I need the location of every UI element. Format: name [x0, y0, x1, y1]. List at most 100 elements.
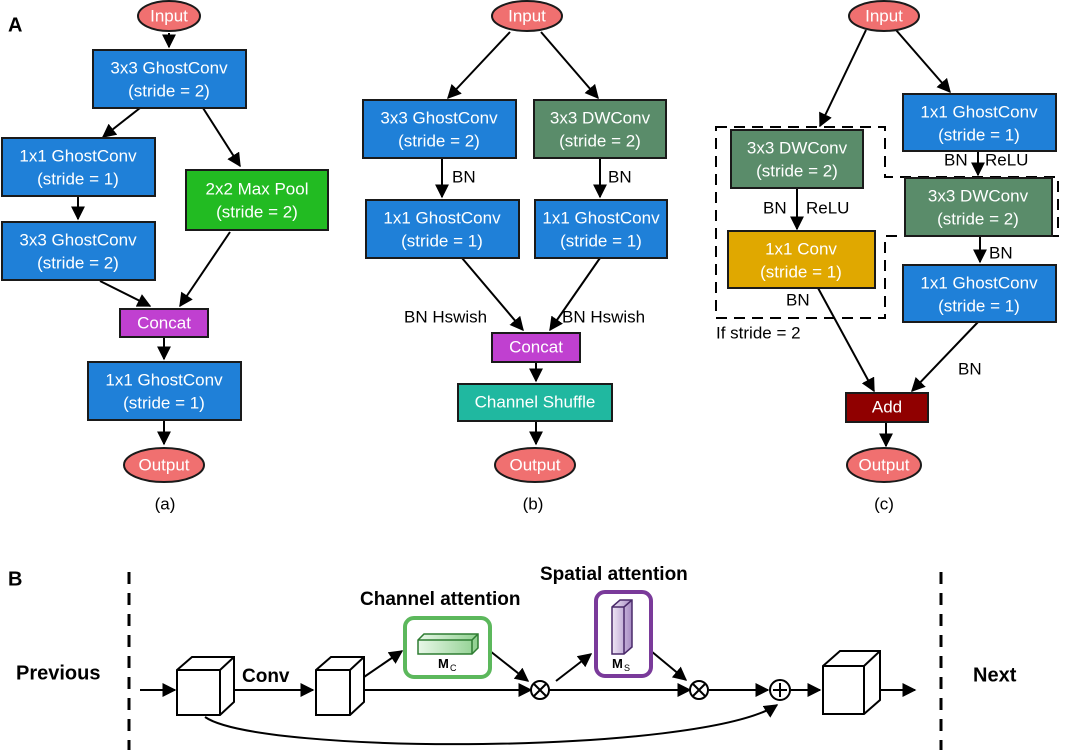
svg-text:(stride = 1): (stride = 1) [123, 393, 205, 412]
svg-text:(stride = 1): (stride = 1) [938, 125, 1020, 144]
edge [819, 29, 867, 128]
output-label: Output [138, 455, 189, 474]
svg-text:(stride = 1): (stride = 1) [760, 262, 842, 281]
relu-label: ReLU [806, 198, 849, 217]
svg-text:Input: Input [508, 6, 546, 25]
svg-text:Add: Add [872, 397, 902, 416]
edge [363, 650, 404, 678]
ghostconv-1x1-node: 1x1 GhostConv (stride = 1) [1, 137, 156, 197]
bn-label: BN [989, 243, 1013, 262]
caption-c: (c) [874, 494, 894, 513]
bn-label: BN [452, 167, 476, 186]
cbam-diagram: Previous Next Conv Channel attention Spa… [16, 564, 1017, 750]
caption-b: (b) [523, 494, 544, 513]
edge [447, 31, 511, 100]
panel-label-a: A [8, 14, 22, 36]
svg-text:2x2 Max Pool: 2x2 Max Pool [206, 179, 309, 198]
svg-text:1x1 GhostConv: 1x1 GhostConv [19, 146, 137, 165]
ghostconv-1x1-bottom-node: 1x1 GhostConv (stride = 1) [902, 264, 1057, 323]
channel-shuffle-node: Channel Shuffle [457, 383, 613, 422]
edge [461, 257, 524, 332]
caption-a: (a) [155, 494, 176, 513]
svg-text:(stride = 1): (stride = 1) [560, 231, 642, 250]
edge [911, 321, 979, 393]
svg-text:(stride = 1): (stride = 1) [938, 296, 1020, 315]
ghostconv-3x3-node: 3x3 GhostConv (stride = 2) [92, 49, 247, 109]
relu-label: ReLU [985, 150, 1028, 169]
subfigure-a: Input 3x3 GhostConv (stride = 2) 1x1 Gho… [1, 0, 329, 513]
svg-text:3x3 GhostConv: 3x3 GhostConv [380, 108, 498, 127]
svg-text:3x3 GhostConv: 3x3 GhostConv [110, 58, 228, 77]
subfigure-c: BN ReLU BN ReLU BN BN BN If stride = 2 I… [715, 0, 1059, 513]
svg-text:(stride = 2): (stride = 2) [37, 253, 119, 272]
edge [202, 107, 241, 168]
edge [489, 650, 530, 682]
channel-attention-label: Channel attention [360, 589, 520, 610]
ghostconv-1x1-left-node: 1x1 GhostConv (stride = 1) [365, 199, 520, 259]
multiply-icon [530, 680, 550, 700]
svg-text:(stride = 2): (stride = 2) [216, 202, 298, 221]
conv-feature-cube [315, 656, 365, 716]
next-label: Next [973, 664, 1017, 686]
bn-label: BN [958, 359, 982, 378]
dwconv-3x3-node: 3x3 DWConv (stride = 2) [533, 99, 667, 159]
bn-label: BN [608, 167, 632, 186]
ms-label: M [612, 656, 623, 671]
edge [555, 653, 593, 682]
svg-text:1x1 GhostConv: 1x1 GhostConv [920, 102, 1038, 121]
svg-text:1x1 GhostConv: 1x1 GhostConv [383, 208, 501, 227]
output-node: Output [846, 447, 922, 483]
ghostconv-3x3-node: 3x3 GhostConv (stride = 2) [362, 99, 517, 159]
mc-label: M [438, 656, 449, 671]
ghostconv-3x3-second-node: 3x3 GhostConv (stride = 2) [1, 221, 156, 281]
svg-text:1x1 Conv: 1x1 Conv [765, 239, 837, 258]
svg-text:3x3 GhostConv: 3x3 GhostConv [19, 230, 137, 249]
bn-label: BN [786, 290, 810, 309]
svg-text:3x3 DWConv: 3x3 DWConv [747, 138, 848, 157]
svg-text:(stride = 1): (stride = 1) [37, 169, 119, 188]
edge [895, 29, 951, 94]
subfigure-b: BN BN BN Hswish BN Hswish Input 3x3 Ghos… [362, 0, 668, 513]
if-stride-label: If stride = 2 [716, 323, 801, 342]
output-node: Output [494, 447, 576, 483]
input-label: Input [150, 6, 188, 25]
edge [101, 107, 141, 138]
max-pool-node: 2x2 Max Pool (stride = 2) [185, 169, 329, 231]
edge [99, 280, 152, 307]
conv-label: Conv [242, 666, 290, 687]
input-node: Input [137, 0, 201, 32]
bn-hswish-label: BN Hswish [562, 307, 645, 326]
dwconv-3x3-right-node: 3x3 DWConv (stride = 2) [904, 177, 1053, 237]
svg-text:Concat: Concat [137, 313, 191, 332]
svg-text:Output: Output [858, 455, 909, 474]
spatial-attention-module: M S [594, 590, 653, 678]
previous-label: Previous [16, 662, 100, 684]
svg-text:(stride = 2): (stride = 2) [937, 209, 1019, 228]
concat-node: Concat [119, 308, 209, 338]
ghostconv-1x1-top-node: 1x1 GhostConv (stride = 1) [902, 93, 1057, 152]
svg-text:(stride = 2): (stride = 2) [398, 131, 480, 150]
svg-text:(stride = 1): (stride = 1) [401, 231, 483, 250]
output-node: Output [123, 447, 205, 483]
stride-group-outline [715, 126, 1059, 319]
edge [540, 31, 599, 100]
svg-text:(stride = 2): (stride = 2) [128, 81, 210, 100]
residual-edge [204, 704, 779, 746]
concat-node: Concat [491, 332, 581, 363]
dwconv-3x3-left-node: 3x3 DWConv (stride = 2) [730, 129, 864, 189]
panel-label-b: B [8, 568, 22, 590]
edge [817, 287, 875, 393]
add-node: Add [845, 392, 929, 423]
output-feature-cube [822, 650, 881, 715]
ms-subscript: S [624, 663, 630, 673]
svg-text:(stride = 2): (stride = 2) [756, 161, 838, 180]
svg-text:Output: Output [509, 455, 560, 474]
edge [650, 650, 688, 681]
ghostconv-1x1-right-node: 1x1 GhostConv (stride = 1) [534, 199, 668, 259]
bn-label: BN [763, 198, 787, 217]
bn-hswish-label: BN Hswish [404, 307, 487, 326]
svg-text:3x3 DWConv: 3x3 DWConv [928, 186, 1029, 205]
spatial-attention-label: Spatial attention [540, 564, 688, 585]
conv-1x1-node: 1x1 Conv (stride = 1) [727, 230, 876, 289]
